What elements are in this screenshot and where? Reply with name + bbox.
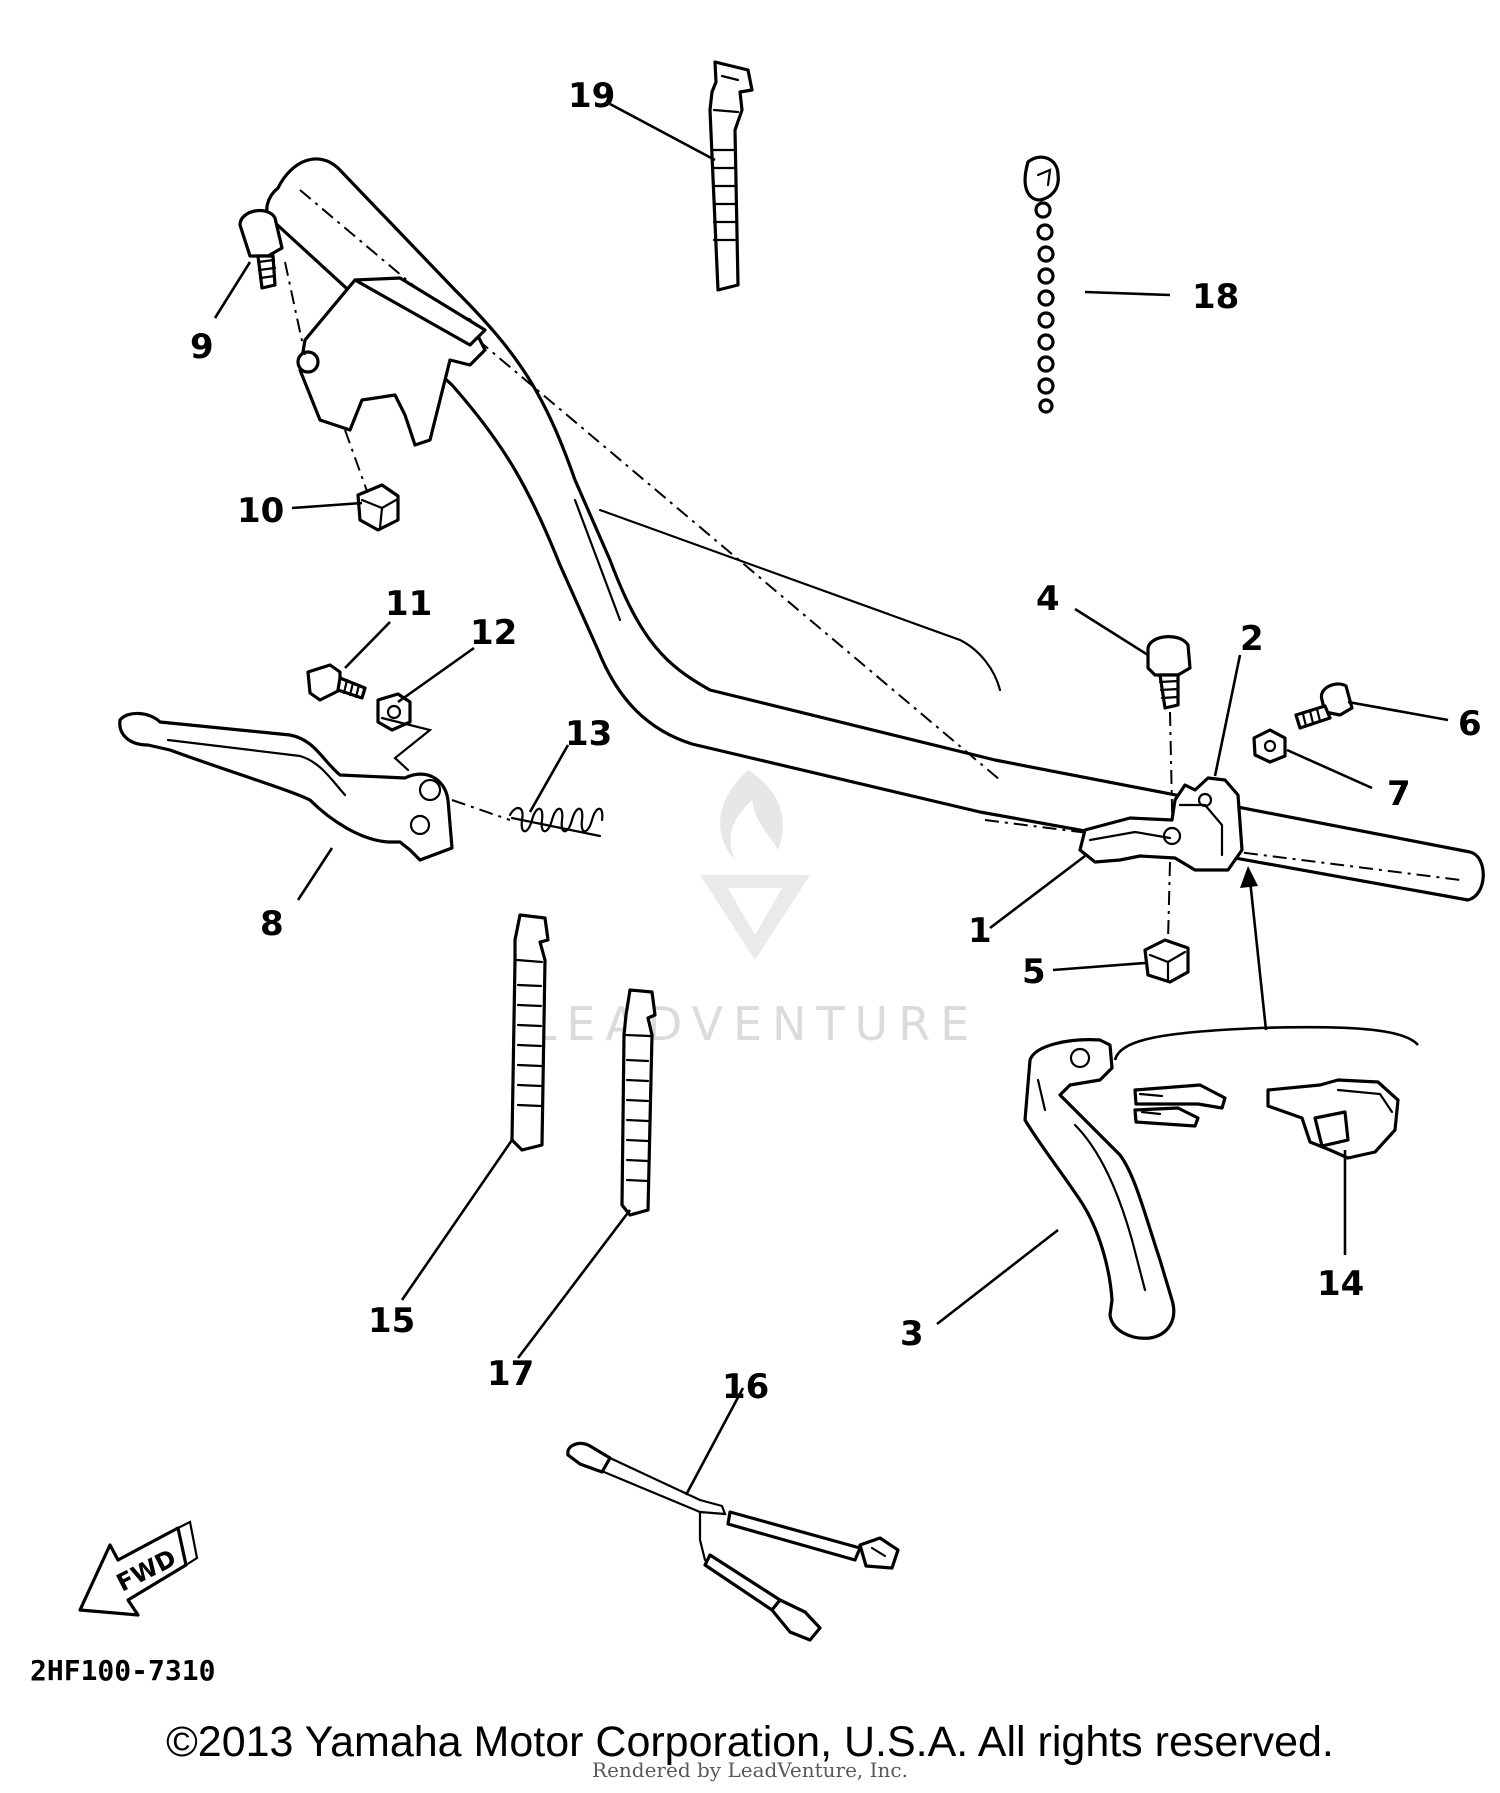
callout-10: 10 [237,491,284,531]
copyright-notice: ©2013 Yamaha Motor Corporation, U.S.A. A… [166,1718,1334,1766]
part-10-nut [356,483,400,532]
watermark: LEADVENTURE [531,770,980,1051]
watermark-v-icon [700,875,810,960]
part-5-nut [1143,938,1190,984]
callout-16: 16 [722,1367,769,1407]
callout-18: 18 [1192,277,1239,317]
part-12-nut [376,692,412,732]
fwd-arrow: FWD [78,1520,199,1617]
callout-9: 9 [190,327,214,367]
part-6-screw [1294,682,1354,730]
part-16-wire-harness [566,1441,900,1642]
front-brake-master-cylinder [284,261,487,506]
handlebar [265,157,1485,902]
callout-8: 8 [260,904,284,944]
callout-6: 6 [1458,704,1482,744]
callout-2: 2 [1240,619,1264,659]
callout-1: 1 [968,911,992,951]
callout-15: 15 [368,1301,415,1341]
callout-5: 5 [1022,952,1046,992]
callout-19: 19 [568,76,615,116]
callouts: 19 18 9 10 11 12 13 8 4 2 6 7 1 5 14 15 … [190,76,1482,1407]
callout-3: 3 [900,1314,924,1354]
part-14-clutch-switch [1133,1078,1400,1160]
part-17-cable-band [620,988,657,1217]
callout-12: 12 [470,613,517,653]
part-18-clamp-chain [1023,155,1060,414]
part-11-bolt [306,663,367,702]
part-13-spring [508,807,604,838]
callout-13: 13 [565,714,612,754]
part-9-bolt [238,208,284,290]
callout-14: 14 [1317,1264,1364,1304]
callout-17: 17 [487,1354,534,1394]
part-8-brake-lever [118,711,511,862]
part-19-cable-band [708,60,754,292]
part-7-nut [1252,728,1287,764]
render-credit: Rendered by LeadVenture, Inc. [592,1758,908,1782]
part-1-2-lever-holder [1078,776,1244,941]
detail-view-bracket [1113,866,1419,1061]
callout-7: 7 [1387,774,1411,814]
callout-11: 11 [385,584,432,624]
part-3-clutch-lever [1023,1038,1176,1340]
callout-4: 4 [1036,579,1060,619]
watermark-flame-icon [720,770,783,860]
part-15-cable-band [510,913,550,1152]
watermark-text: LEADVENTURE [531,997,980,1051]
leader-lines [213,102,1449,1496]
drawing-number: 2HF100-7310 [30,1654,215,1687]
